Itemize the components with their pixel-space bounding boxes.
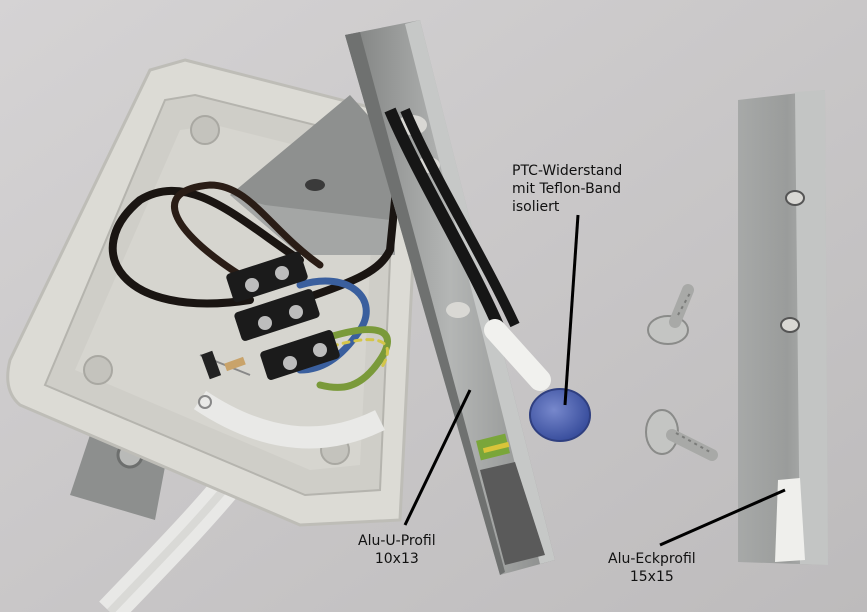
terminal-blocks [226,251,340,380]
ptc-resistor-disc [529,388,591,442]
annotation-lines [403,214,786,547]
label-corner-profile-line1: Alu-Eckprofil [608,551,696,567]
diode-resistors [198,350,251,409]
alu-corner-profile [738,90,828,565]
screw-upper [647,284,694,345]
wires [108,146,404,391]
alu-u-profile [345,20,555,575]
label-ptc-resistor: PTC-Widerstand mit Teflon-Band isoliert [512,162,622,216]
label-ptc-line1: PTC-Widerstand [512,163,623,179]
label-ptc-line2: mit Teflon-Band [512,181,622,197]
label-alu-u-profile: Alu-U-Profil 10x13 [358,532,436,568]
angle-bracket [230,95,395,255]
label-ptc-line3: isoliert [512,199,560,215]
screw-lower [645,409,718,461]
label-u-profile-line2: 10x13 [374,551,419,567]
label-u-profile-line1: Alu-U-Profil [358,533,436,549]
label-alu-corner-profile: Alu-Eckprofil 15x15 [608,550,696,586]
label-corner-profile-line2: 15x15 [629,569,674,585]
